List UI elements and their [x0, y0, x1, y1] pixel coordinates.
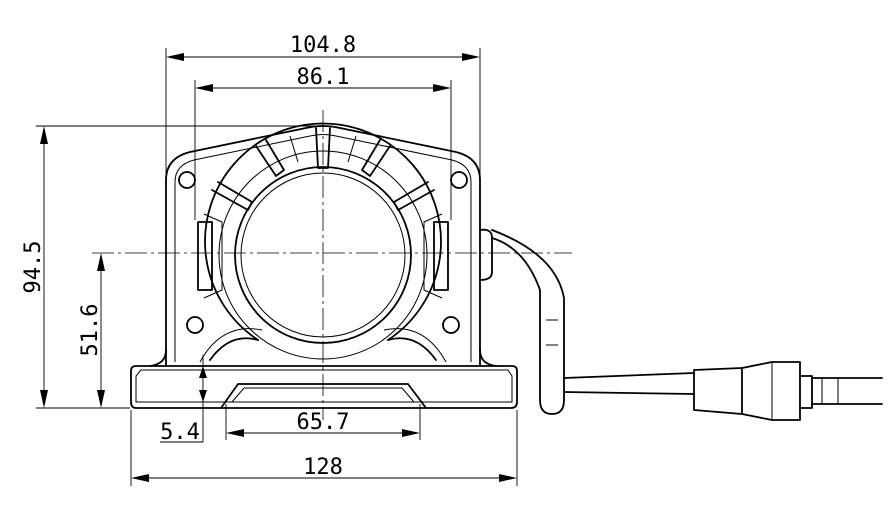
dim-top-inner — [194, 80, 452, 220]
dim-base-width — [130, 410, 518, 486]
dim-top-outer — [165, 48, 481, 360]
cooling-fins — [211, 127, 435, 211]
side-recesses — [197, 213, 449, 299]
dim-center-height — [92, 253, 130, 409]
dim-label-base-width: 128 — [303, 455, 343, 480]
dim-label-base-thickness: 5.4 — [160, 420, 200, 445]
dim-label-base-slot: 65.7 — [297, 410, 350, 435]
base-plate — [130, 365, 518, 409]
dim-label-top-inner: 86.1 — [297, 65, 350, 90]
dim-base-slot — [225, 404, 421, 440]
dim-base-thickness — [160, 355, 207, 443]
dim-label-total-height: 94.5 — [21, 241, 46, 294]
dim-label-top-outer: 104.8 — [290, 33, 356, 58]
sensor-ring — [199, 122, 447, 363]
cable-assembly — [479, 228, 883, 421]
dim-label-center-height: 51.6 — [78, 304, 103, 357]
